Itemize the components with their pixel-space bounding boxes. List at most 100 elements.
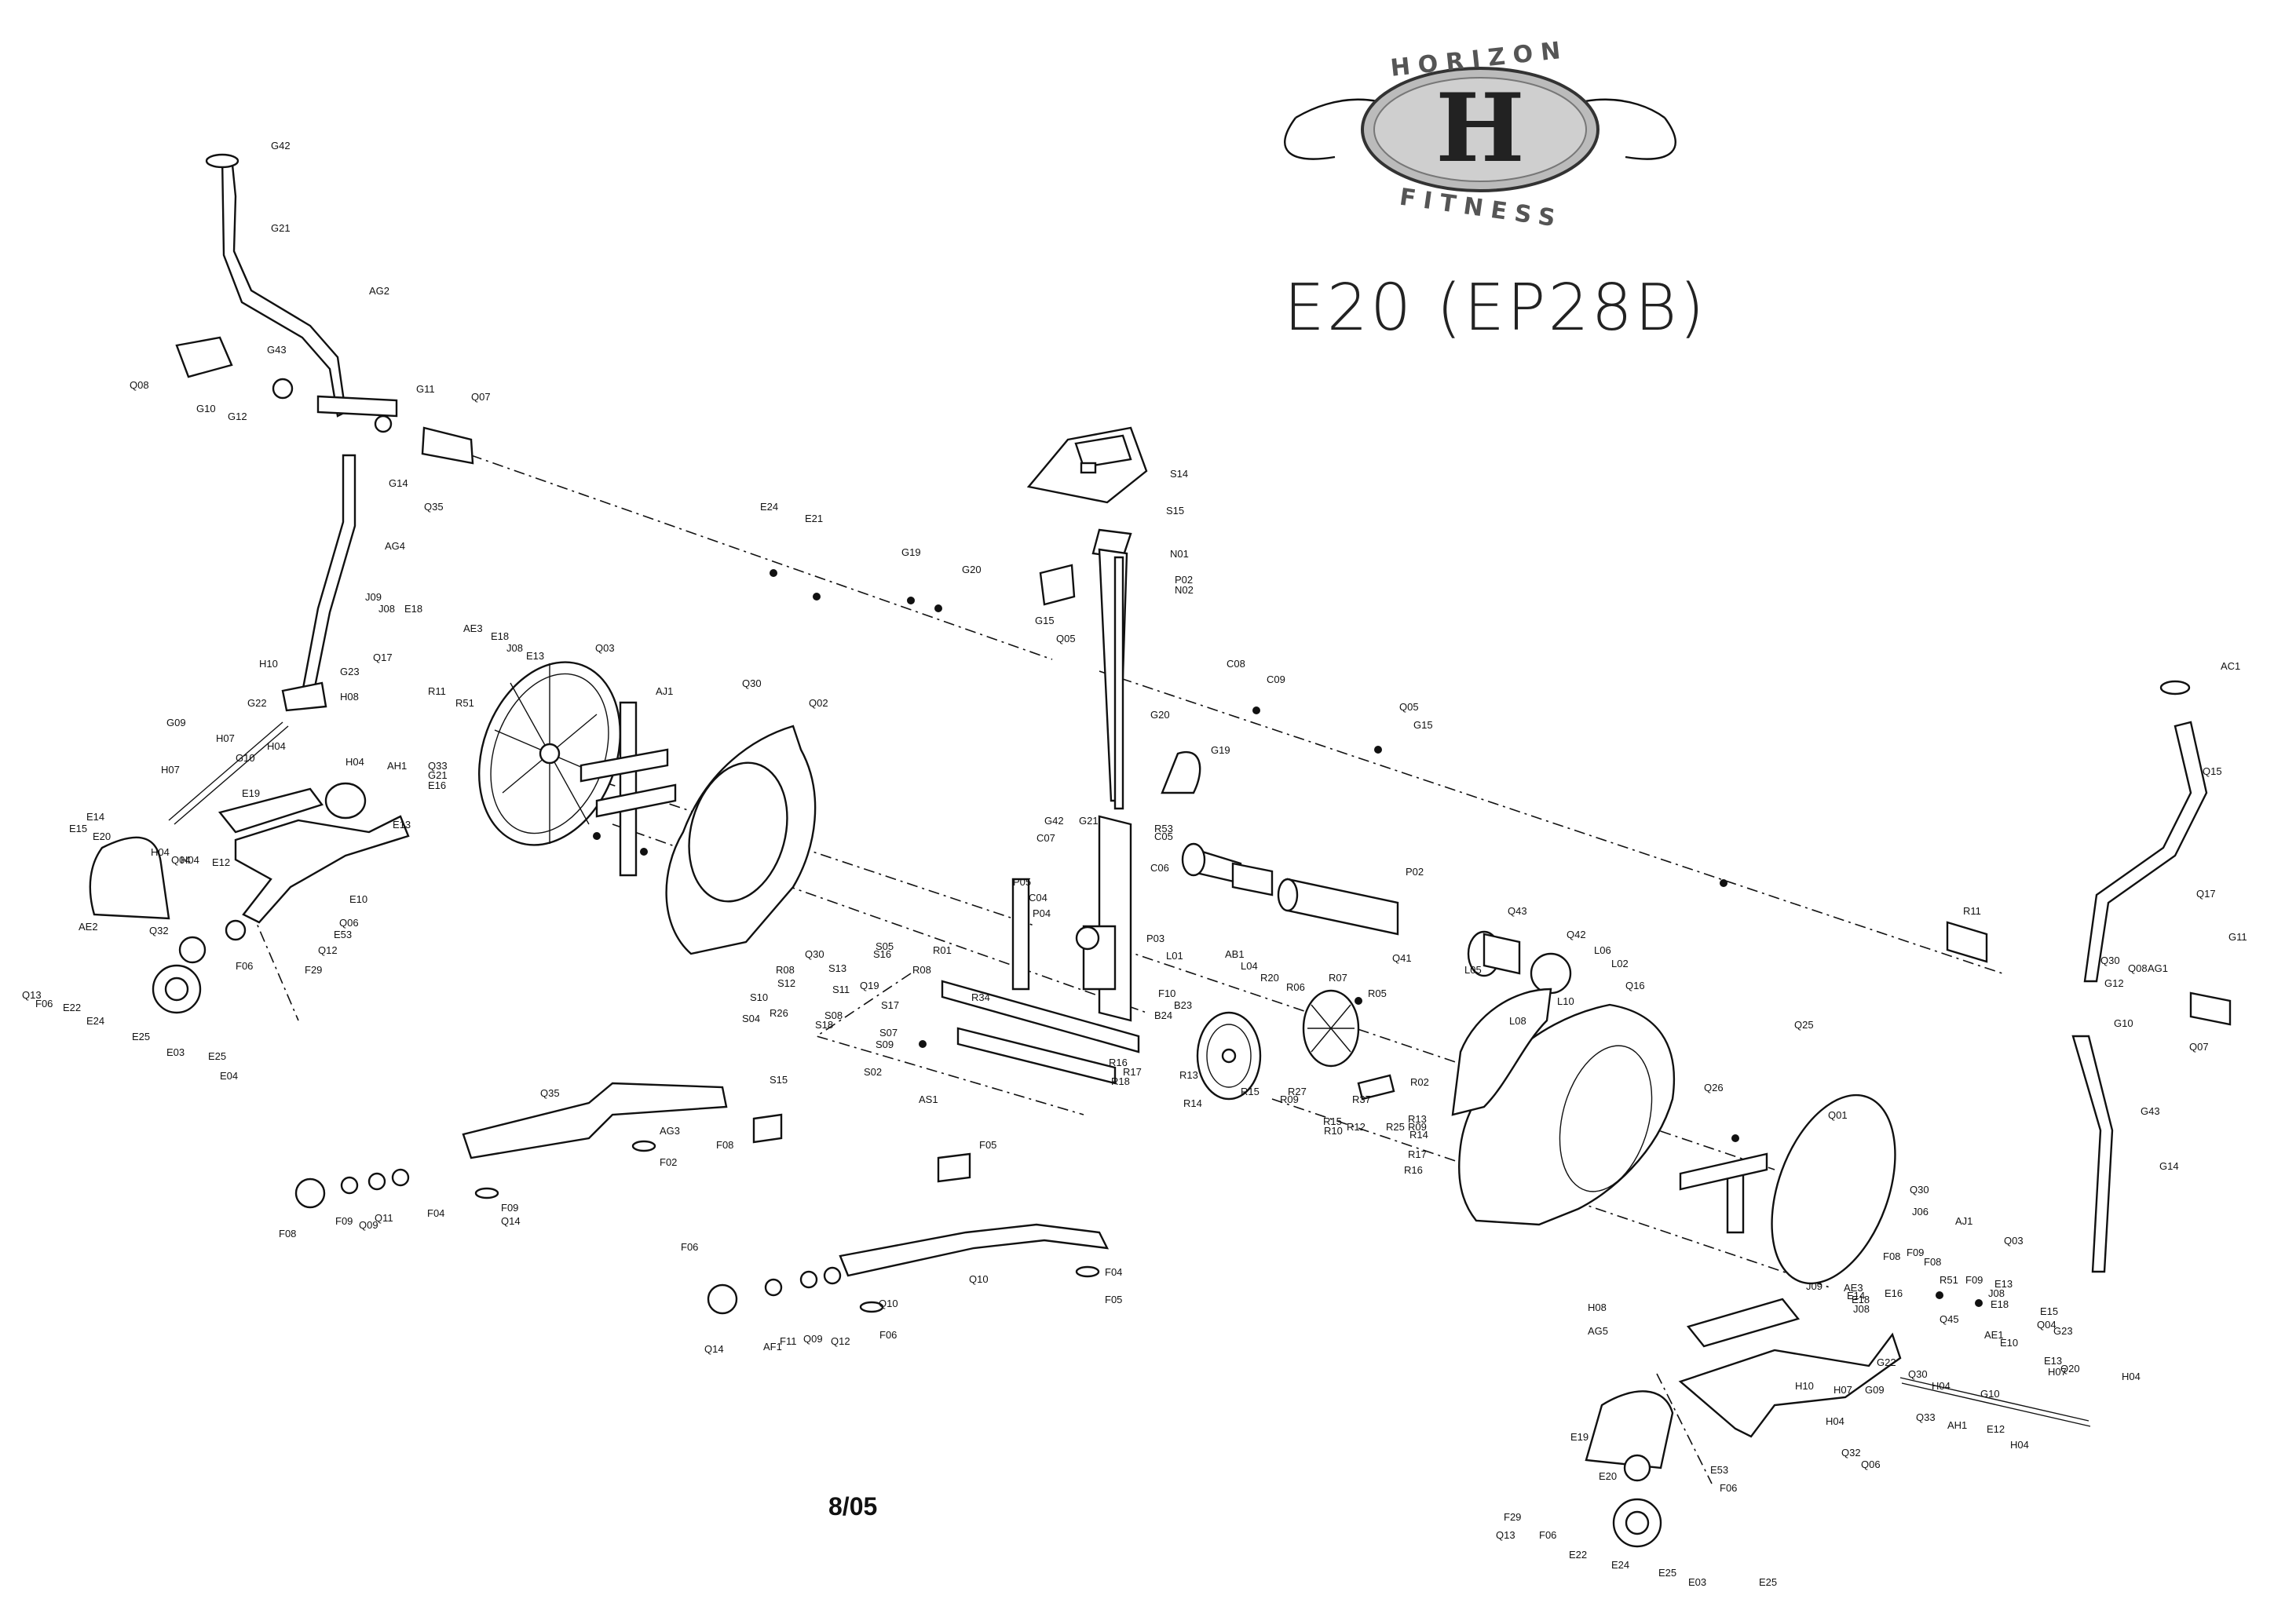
part-label: Q30: [805, 948, 824, 960]
part-label: S09: [876, 1039, 894, 1050]
part-label: N01: [1170, 548, 1189, 560]
part-label: S15: [770, 1074, 788, 1086]
part-label: Q25: [1794, 1019, 1814, 1031]
part-label: Q42: [1567, 929, 1586, 940]
part-label: E24: [1611, 1559, 1629, 1571]
part-label: Q04: [171, 854, 191, 866]
part-label: Q33: [1916, 1411, 1936, 1423]
part-label: AH1: [387, 760, 407, 772]
part-label: C08: [1227, 658, 1245, 670]
part-label: Q08: [2128, 962, 2148, 974]
part-label: R09: [1408, 1121, 1427, 1133]
part-label: E25: [1658, 1567, 1676, 1579]
part-label: R08: [776, 964, 795, 976]
part-label: E25: [208, 1050, 226, 1062]
part-label: Q09: [359, 1219, 378, 1231]
part-label: H04: [267, 740, 286, 752]
part-label: C09: [1267, 674, 1285, 685]
rear-stabilizer: [294, 1082, 783, 1209]
part-label: Q15: [2203, 765, 2222, 777]
part-label: Q09: [803, 1333, 823, 1345]
part-label: L06: [1594, 944, 1611, 956]
part-label: G19: [1211, 744, 1230, 756]
part-label: R09: [1280, 1093, 1299, 1105]
part-label: J08: [506, 642, 523, 654]
part-label: S07: [879, 1027, 898, 1039]
part-label: R51: [1940, 1274, 1958, 1286]
part-label: F06: [236, 960, 253, 972]
part-label: S15: [1166, 505, 1184, 517]
part-label: Q05: [1056, 633, 1076, 644]
part-label: H04: [345, 756, 364, 768]
part-label: R10: [1324, 1125, 1343, 1137]
left-bracket: [579, 701, 677, 877]
part-label: Q03: [595, 642, 615, 654]
part-label: H04: [1826, 1415, 1844, 1427]
part-label: E53: [334, 929, 352, 940]
part-label: H04: [2010, 1439, 2029, 1451]
part-label: R06: [1286, 981, 1305, 993]
part-label: H04: [1932, 1380, 1951, 1392]
part-label: Q03: [2004, 1235, 2024, 1247]
part-label: Q01: [1828, 1109, 1848, 1121]
part-label: F02: [660, 1156, 677, 1168]
part-label: J09: [1806, 1280, 1823, 1292]
part-label: R11: [428, 685, 446, 697]
part-label: F08: [716, 1139, 733, 1151]
part-label: S14: [1170, 468, 1188, 480]
part-label: S10: [750, 991, 768, 1003]
left-upper-handlebar: [175, 153, 474, 465]
right-shroud: [1451, 988, 1676, 1226]
part-label: H07: [1834, 1384, 1852, 1396]
part-label: F05: [979, 1139, 996, 1151]
part-label: Q17: [2196, 888, 2216, 900]
part-label: S05: [876, 940, 894, 952]
part-label: H07: [2048, 1366, 2067, 1378]
part-label: R12: [1347, 1121, 1366, 1133]
part-label: R25: [1386, 1121, 1405, 1133]
part-label: Q06: [339, 917, 359, 929]
part-label: AG3: [660, 1125, 680, 1137]
part-label: AG5: [1588, 1325, 1608, 1337]
part-label: E20: [93, 831, 111, 842]
part-label: H07: [161, 764, 180, 776]
frame-base: [941, 815, 1274, 1085]
front-stabilizer: [707, 1152, 1110, 1315]
part-label: G11: [416, 383, 435, 395]
part-label: P02: [1175, 574, 1193, 586]
part-label: R17: [1408, 1148, 1427, 1160]
part-label: C06: [1150, 862, 1169, 874]
part-label: Q13: [1496, 1529, 1515, 1541]
part-label: G42: [271, 140, 291, 152]
part-label: R26: [770, 1007, 788, 1019]
part-label: AF1: [763, 1341, 782, 1353]
part-label: R37: [1352, 1093, 1371, 1105]
part-label: P03: [1146, 933, 1164, 944]
part-label: AJ1: [656, 685, 673, 697]
part-label: AG4: [385, 540, 405, 552]
part-label: Q32: [1841, 1447, 1861, 1459]
part-label: E13: [393, 819, 411, 831]
part-label: Q30: [1910, 1184, 1929, 1196]
part-label: F04: [1105, 1266, 1122, 1278]
part-label: L01: [1166, 950, 1183, 962]
part-label: Q32: [149, 925, 169, 936]
part-label: S18: [815, 1019, 833, 1031]
part-label: R13: [1179, 1069, 1198, 1081]
part-label: Q30: [2100, 955, 2120, 966]
part-label: B23: [1174, 999, 1192, 1011]
part-label: E19: [242, 787, 260, 799]
part-label: Q43: [1508, 905, 1527, 917]
console-and-mast: [1026, 426, 1201, 810]
part-label: F08: [1924, 1256, 1941, 1268]
part-label: E13: [1994, 1278, 2013, 1290]
part-label: AE2: [79, 921, 98, 933]
part-label: H04: [151, 846, 170, 858]
part-label: G10: [196, 403, 216, 414]
part-label: Q20: [2060, 1363, 2080, 1375]
part-label: G20: [1150, 709, 1170, 721]
part-label: R20: [1260, 972, 1279, 984]
part-label: Q07: [2189, 1041, 2209, 1053]
part-label: L10: [1557, 995, 1574, 1007]
part-label: E03: [166, 1046, 185, 1058]
